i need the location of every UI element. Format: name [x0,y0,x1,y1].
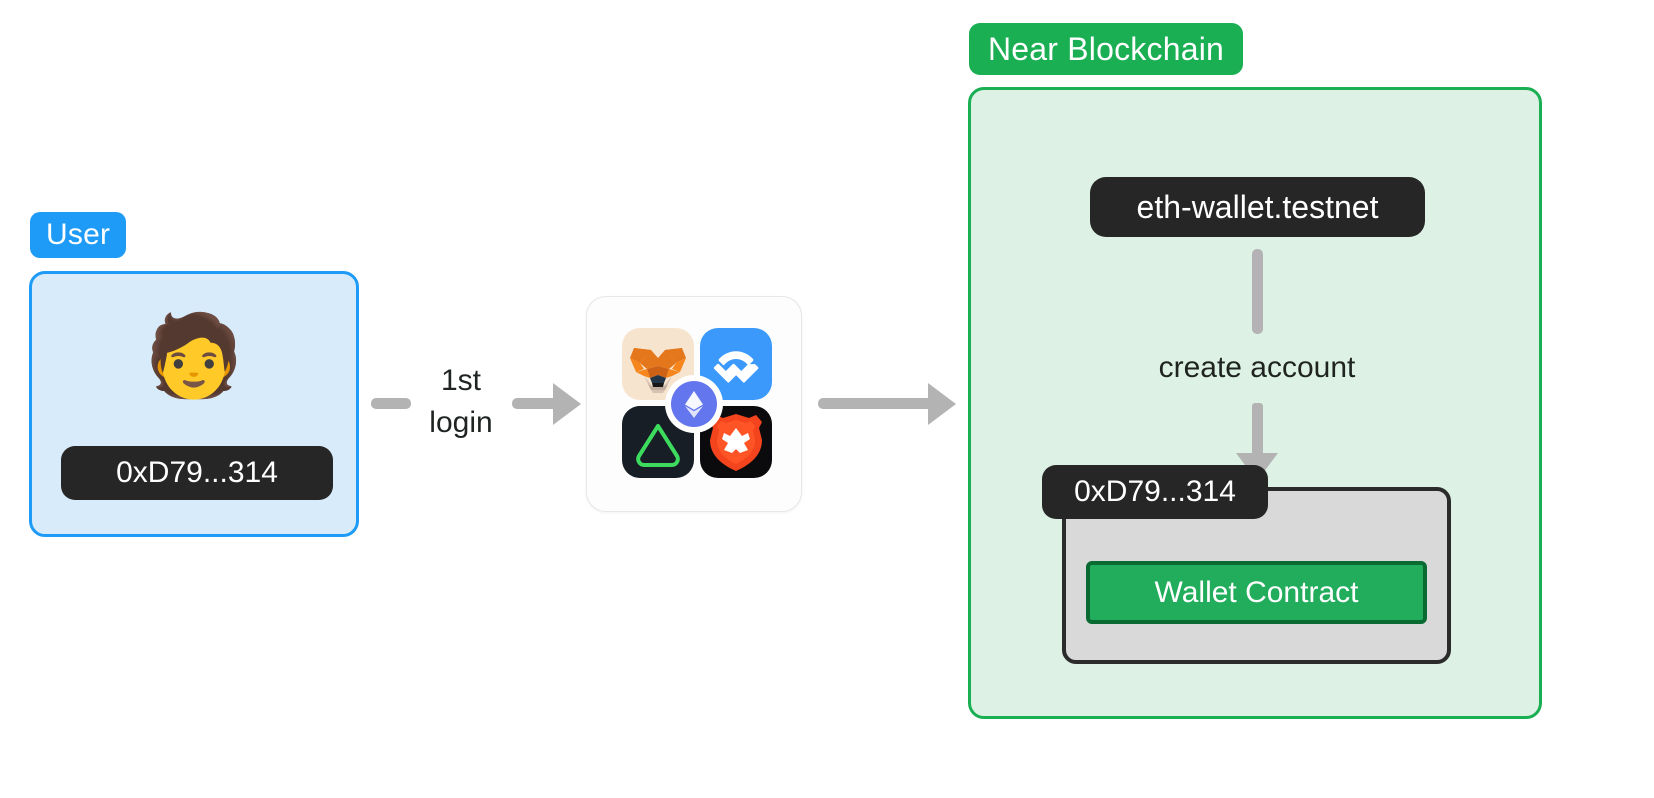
edge-label-first-login: 1st login [411,360,511,444]
arrow-login-to-wallets-shaft [512,398,560,409]
user-address-pill: 0xD79...314 [61,446,333,500]
contract-address-pill: 0xD79...314 [1042,465,1268,519]
wallet-contract-account-box: 0xD79...314 Wallet Contract [1042,465,1451,664]
edge-label-line-1: 1st [440,364,482,397]
person-emoji-icon: 🧑 [144,311,244,400]
arrow-login-to-wallets-head [553,383,581,425]
user-group-label: User [30,212,127,258]
near-account-connector-line [1252,249,1263,334]
edge-label-create-account: create account [1158,351,1356,384]
edge-label-line-2: login [429,406,493,439]
arrow-wallets-to-near-shaft [818,398,935,409]
near-group-label: Near Blockchain [969,23,1243,75]
walletconnect-icon[interactable] [700,328,772,400]
ethereum-icon [665,375,723,433]
arrow-create-account-shaft [1252,403,1263,460]
near-blockchain-box: eth-wallet.testnet create account 0xD79.… [968,87,1542,719]
ethereum-icon-circle [671,381,717,427]
arrow-user-to-login [371,398,411,409]
ethereum-wallet-chooser-card[interactable] [586,296,802,512]
wallet-contract-button[interactable]: Wallet Contract [1086,561,1427,624]
near-account-id-pill: eth-wallet.testnet [1090,177,1425,237]
arrow-wallets-to-near-head [928,383,956,425]
user-group-box: 🧑 0xD79...314 [29,271,359,537]
